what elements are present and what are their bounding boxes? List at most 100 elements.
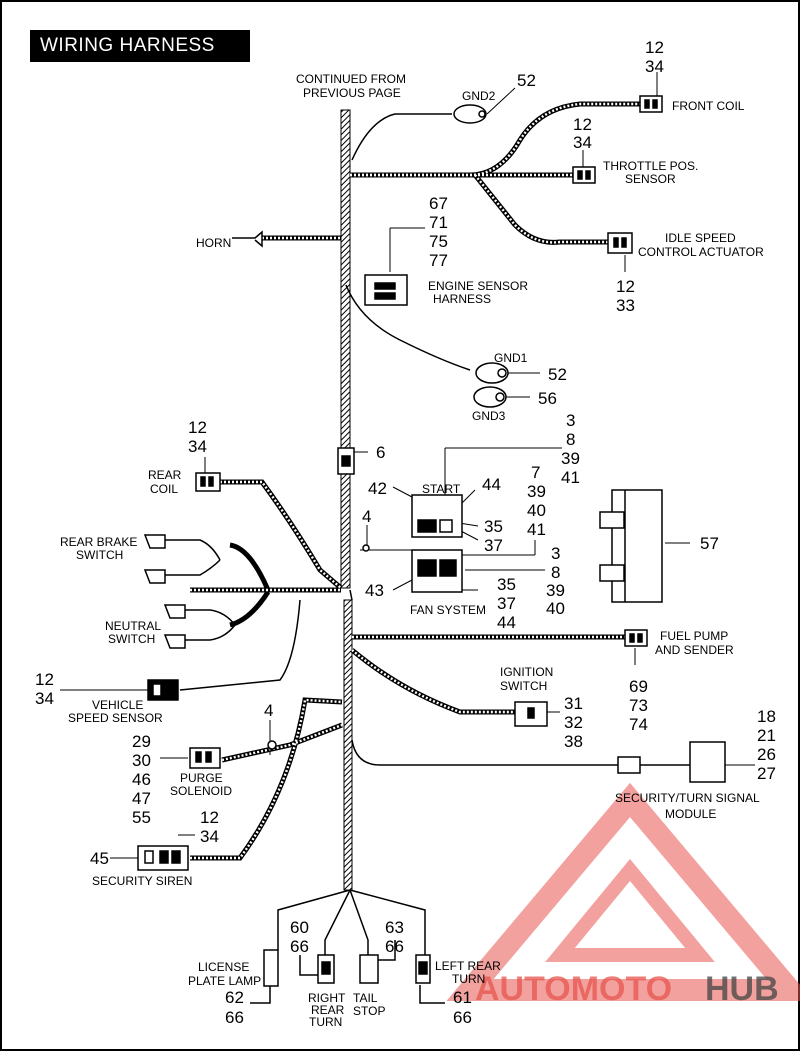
ref-fan-bottom-3: 44 bbox=[497, 613, 516, 632]
ref-vss-2: 34 bbox=[35, 689, 54, 708]
fuel-pump-label-2: AND SENDER bbox=[655, 643, 734, 657]
ref-ignition-3: 38 bbox=[564, 732, 583, 751]
rear-coil-label-1: REAR bbox=[148, 468, 182, 482]
gnd2-terminal bbox=[453, 104, 487, 124]
page-title: WIRING HARNESS bbox=[30, 30, 250, 62]
right-rear-label-2: REAR bbox=[311, 1003, 345, 1017]
gnd2-label: GND2 bbox=[462, 89, 496, 103]
ref-purge-5: 55 bbox=[132, 808, 151, 827]
ignition-label-2: SWITCH bbox=[500, 679, 547, 693]
ref-relay-42: 42 bbox=[368, 479, 387, 498]
purge-solenoid-connector bbox=[189, 747, 221, 769]
ref-fuel-3: 74 bbox=[629, 715, 648, 734]
fuel-pump-label-1: FUEL PUMP bbox=[660, 629, 728, 643]
throttle-label-1: THROTTLE POS. bbox=[603, 159, 698, 173]
ref-fan-right-1: 3 bbox=[551, 544, 560, 563]
fan-relay bbox=[411, 549, 463, 593]
ref-start-top-3: 39 bbox=[561, 449, 580, 468]
security-siren-connector bbox=[137, 845, 189, 871]
ref-siren-1: 12 bbox=[200, 808, 219, 827]
ref-rear-coil-2: 34 bbox=[188, 437, 207, 456]
continued-label-1: CONTINUED FROM bbox=[296, 72, 406, 86]
ref-right-rear-2: 66 bbox=[290, 937, 309, 956]
harness-branch-braid bbox=[190, 102, 640, 860]
security-module-label-1: SECURITY/TURN SIGNAL bbox=[615, 791, 760, 805]
component-labels: CONTINUED FROM PREVIOUS PAGE GND2 FRONT … bbox=[60, 72, 764, 1029]
neutral-switch-bottom bbox=[163, 634, 186, 649]
ref-start-right-3: 40 bbox=[527, 501, 546, 520]
front-coil-label: FRONT COIL bbox=[672, 99, 745, 113]
tail-stop-connector bbox=[359, 954, 379, 984]
start-relay bbox=[411, 494, 463, 538]
idle-label-1: IDLE SPEED bbox=[665, 231, 736, 245]
gnd3-label: GND3 bbox=[472, 409, 506, 423]
idle-speed-connector bbox=[607, 232, 633, 254]
gnd1-terminal bbox=[475, 362, 509, 384]
front-coil-connector bbox=[639, 95, 663, 113]
rear-coil-label-2: COIL bbox=[150, 482, 178, 496]
ref-tail-2: 66 bbox=[385, 937, 404, 956]
right-rear-label-1: RIGHT bbox=[308, 991, 346, 1005]
splice-relay bbox=[362, 544, 370, 552]
ref-gnd2: 52 bbox=[517, 71, 536, 90]
ref-vss-1: 12 bbox=[35, 670, 54, 689]
ref-fan-right-2: 8 bbox=[551, 563, 560, 582]
ref-fuel-2: 73 bbox=[629, 696, 648, 715]
engine-sensor-connector bbox=[364, 274, 408, 306]
tail-label-2: STOP bbox=[353, 1004, 385, 1018]
rear-brake-switch-top bbox=[143, 534, 166, 549]
ref-purge-2: 30 bbox=[132, 751, 151, 770]
right-rear-label-3: TURN bbox=[309, 1015, 342, 1029]
ref-engine-3: 75 bbox=[429, 232, 448, 251]
rear-coil-connector bbox=[195, 472, 221, 492]
left-rear-turn-connector bbox=[415, 954, 431, 984]
splice-purge bbox=[267, 740, 277, 750]
right-rear-turn-connector bbox=[317, 954, 335, 984]
start-label: START bbox=[422, 482, 461, 496]
ref-start-top-4: 41 bbox=[561, 468, 580, 487]
vss-connector bbox=[147, 679, 179, 701]
watermark-text-red: AUTOMOTO bbox=[475, 970, 672, 1008]
ref-start-right-1: 7 bbox=[531, 463, 540, 482]
ref-security-2: 21 bbox=[757, 726, 776, 745]
ref-relay-mid-2: 37 bbox=[484, 536, 503, 555]
ref-tail-1: 63 bbox=[385, 918, 404, 937]
gnd1-label: GND1 bbox=[494, 351, 528, 365]
inline-connector bbox=[337, 447, 355, 475]
ref-right-rear-1: 60 bbox=[290, 918, 309, 937]
license-label-1: LICENSE bbox=[198, 960, 249, 974]
watermark-logo bbox=[446, 782, 800, 1001]
left-rear-label-2: TURN bbox=[452, 972, 485, 986]
ref-inline: 6 bbox=[376, 443, 385, 462]
ref-fan-bottom-1: 35 bbox=[497, 575, 516, 594]
ref-security-1: 18 bbox=[757, 707, 776, 726]
idle-label-2: CONTROL ACTUATOR bbox=[638, 245, 764, 259]
purge-label-2: SOLENOID bbox=[170, 784, 232, 798]
fan-system-label: FAN SYSTEM bbox=[410, 603, 486, 617]
ref-security-4: 27 bbox=[757, 764, 776, 783]
purge-label-1: PURGE bbox=[180, 771, 223, 785]
ref-relay-mid-1: 35 bbox=[484, 517, 503, 536]
reference-numbers: 52 12 34 12 34 12 33 67 71 75 77 52 56 6… bbox=[35, 38, 776, 1027]
horn-label: HORN bbox=[196, 236, 231, 250]
ref-license-2: 66 bbox=[225, 1008, 244, 1027]
neutral-label-1: NEUTRAL bbox=[105, 619, 161, 633]
ref-purge-1: 29 bbox=[132, 732, 151, 751]
ref-left-rear-1: 61 bbox=[453, 988, 472, 1007]
ref-throttle-1: 12 bbox=[573, 115, 592, 134]
ignition-label-1: IGNITION bbox=[500, 665, 553, 679]
ref-left-rear-2: 66 bbox=[453, 1008, 472, 1027]
ref-fan-bottom-2: 37 bbox=[497, 594, 516, 613]
ref-front-coil-2: 34 bbox=[645, 57, 664, 76]
ref-idle-1: 12 bbox=[616, 277, 635, 296]
rear-brake-label-1: REAR BRAKE bbox=[60, 535, 137, 549]
fuel-pump-connector bbox=[624, 629, 648, 647]
throttle-sensor-connector bbox=[572, 166, 596, 184]
ref-start-right-4: 41 bbox=[527, 520, 546, 539]
ref-fan-right-4: 40 bbox=[546, 599, 565, 618]
ref-security-3: 26 bbox=[757, 745, 776, 764]
engine-sensor-label-1: ENGINE SENSOR bbox=[428, 279, 528, 293]
gnd3-terminal bbox=[473, 386, 507, 408]
